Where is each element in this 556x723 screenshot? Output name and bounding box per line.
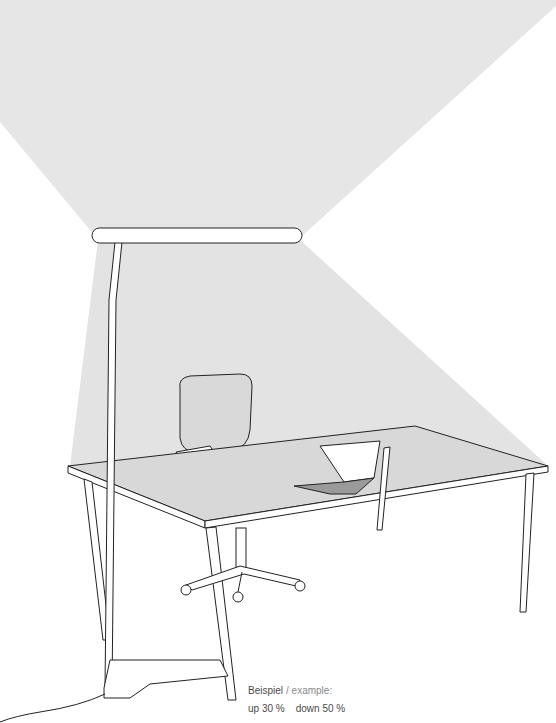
note-label: down 50 %	[296, 703, 345, 715]
desk	[68, 426, 548, 700]
uplight-cone	[0, 0, 556, 236]
note-label: up 30 %	[248, 703, 285, 715]
laptop	[294, 441, 380, 494]
note-label: Beispiel	[248, 685, 283, 697]
downlight-cone	[70, 240, 548, 466]
chair-base	[181, 528, 305, 602]
note-label: / example:	[286, 685, 332, 697]
power-cable	[0, 694, 105, 722]
floor-lamp	[92, 228, 302, 698]
